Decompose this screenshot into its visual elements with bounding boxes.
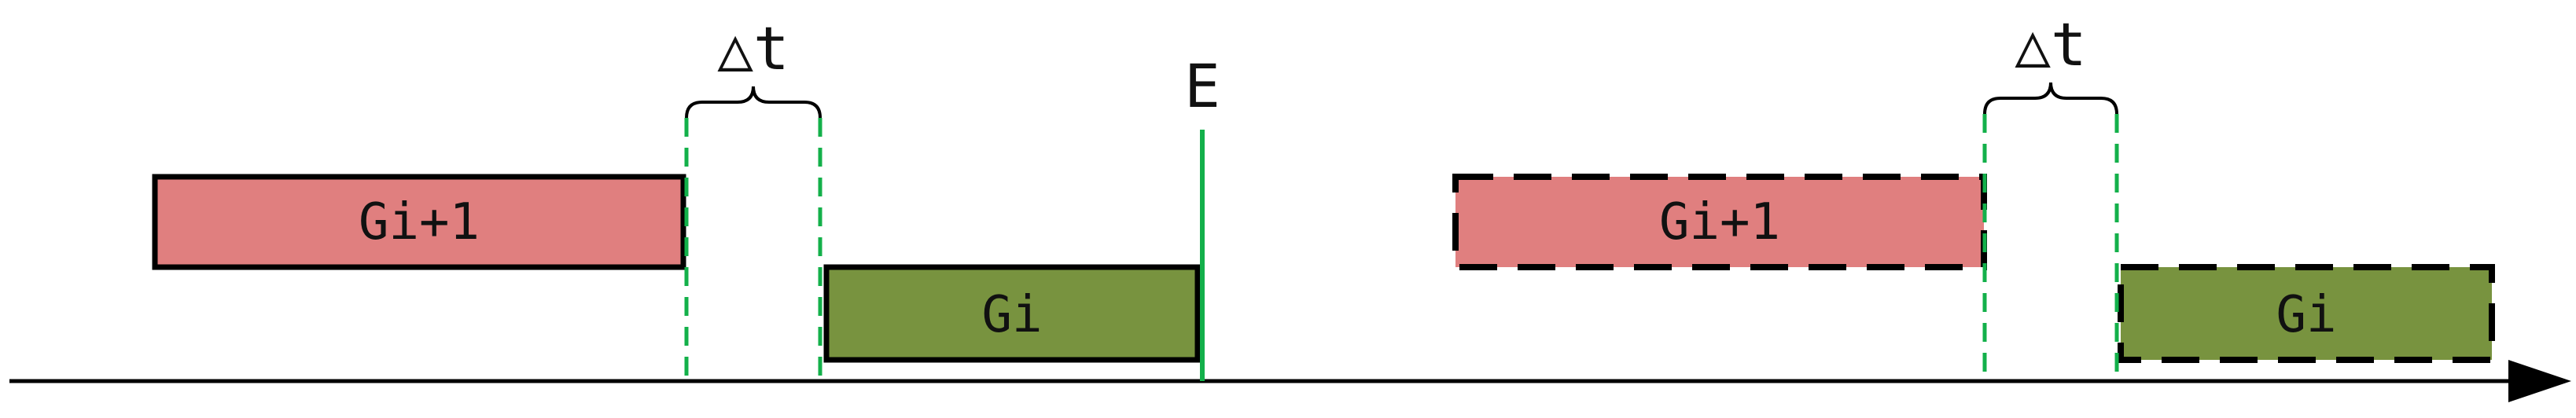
time-axis-arrowhead — [2508, 360, 2571, 402]
right-box-gi-fill — [2121, 267, 2492, 360]
right-box-gi-plus-1-label: Gi+1 — [1659, 193, 1780, 251]
event-marker-label: E — [1184, 51, 1220, 121]
right-box-gi-plus-1-fill — [1455, 177, 1984, 267]
left-box-gi-label: Gi — [981, 286, 1042, 344]
right-delta-t-brace — [1983, 82, 2118, 115]
right-delta-t-label: △t — [2015, 9, 2087, 79]
left-box-gi — [823, 264, 1201, 363]
left-delta-t-label: △t — [717, 13, 789, 83]
left-group: Gi+1 Gi △t E — [152, 13, 1220, 381]
left-box-gi-plus-1 — [152, 174, 686, 270]
right-box-gi-label: Gi — [2276, 286, 2336, 344]
left-delta-t-brace — [685, 86, 822, 119]
right-box-gi-plus-1 — [1452, 174, 1987, 270]
right-box-gi — [2118, 264, 2495, 363]
right-group: Gi+1 Gi △t — [1452, 9, 2495, 381]
left-box-gi-plus-1-label: Gi+1 — [359, 193, 480, 251]
